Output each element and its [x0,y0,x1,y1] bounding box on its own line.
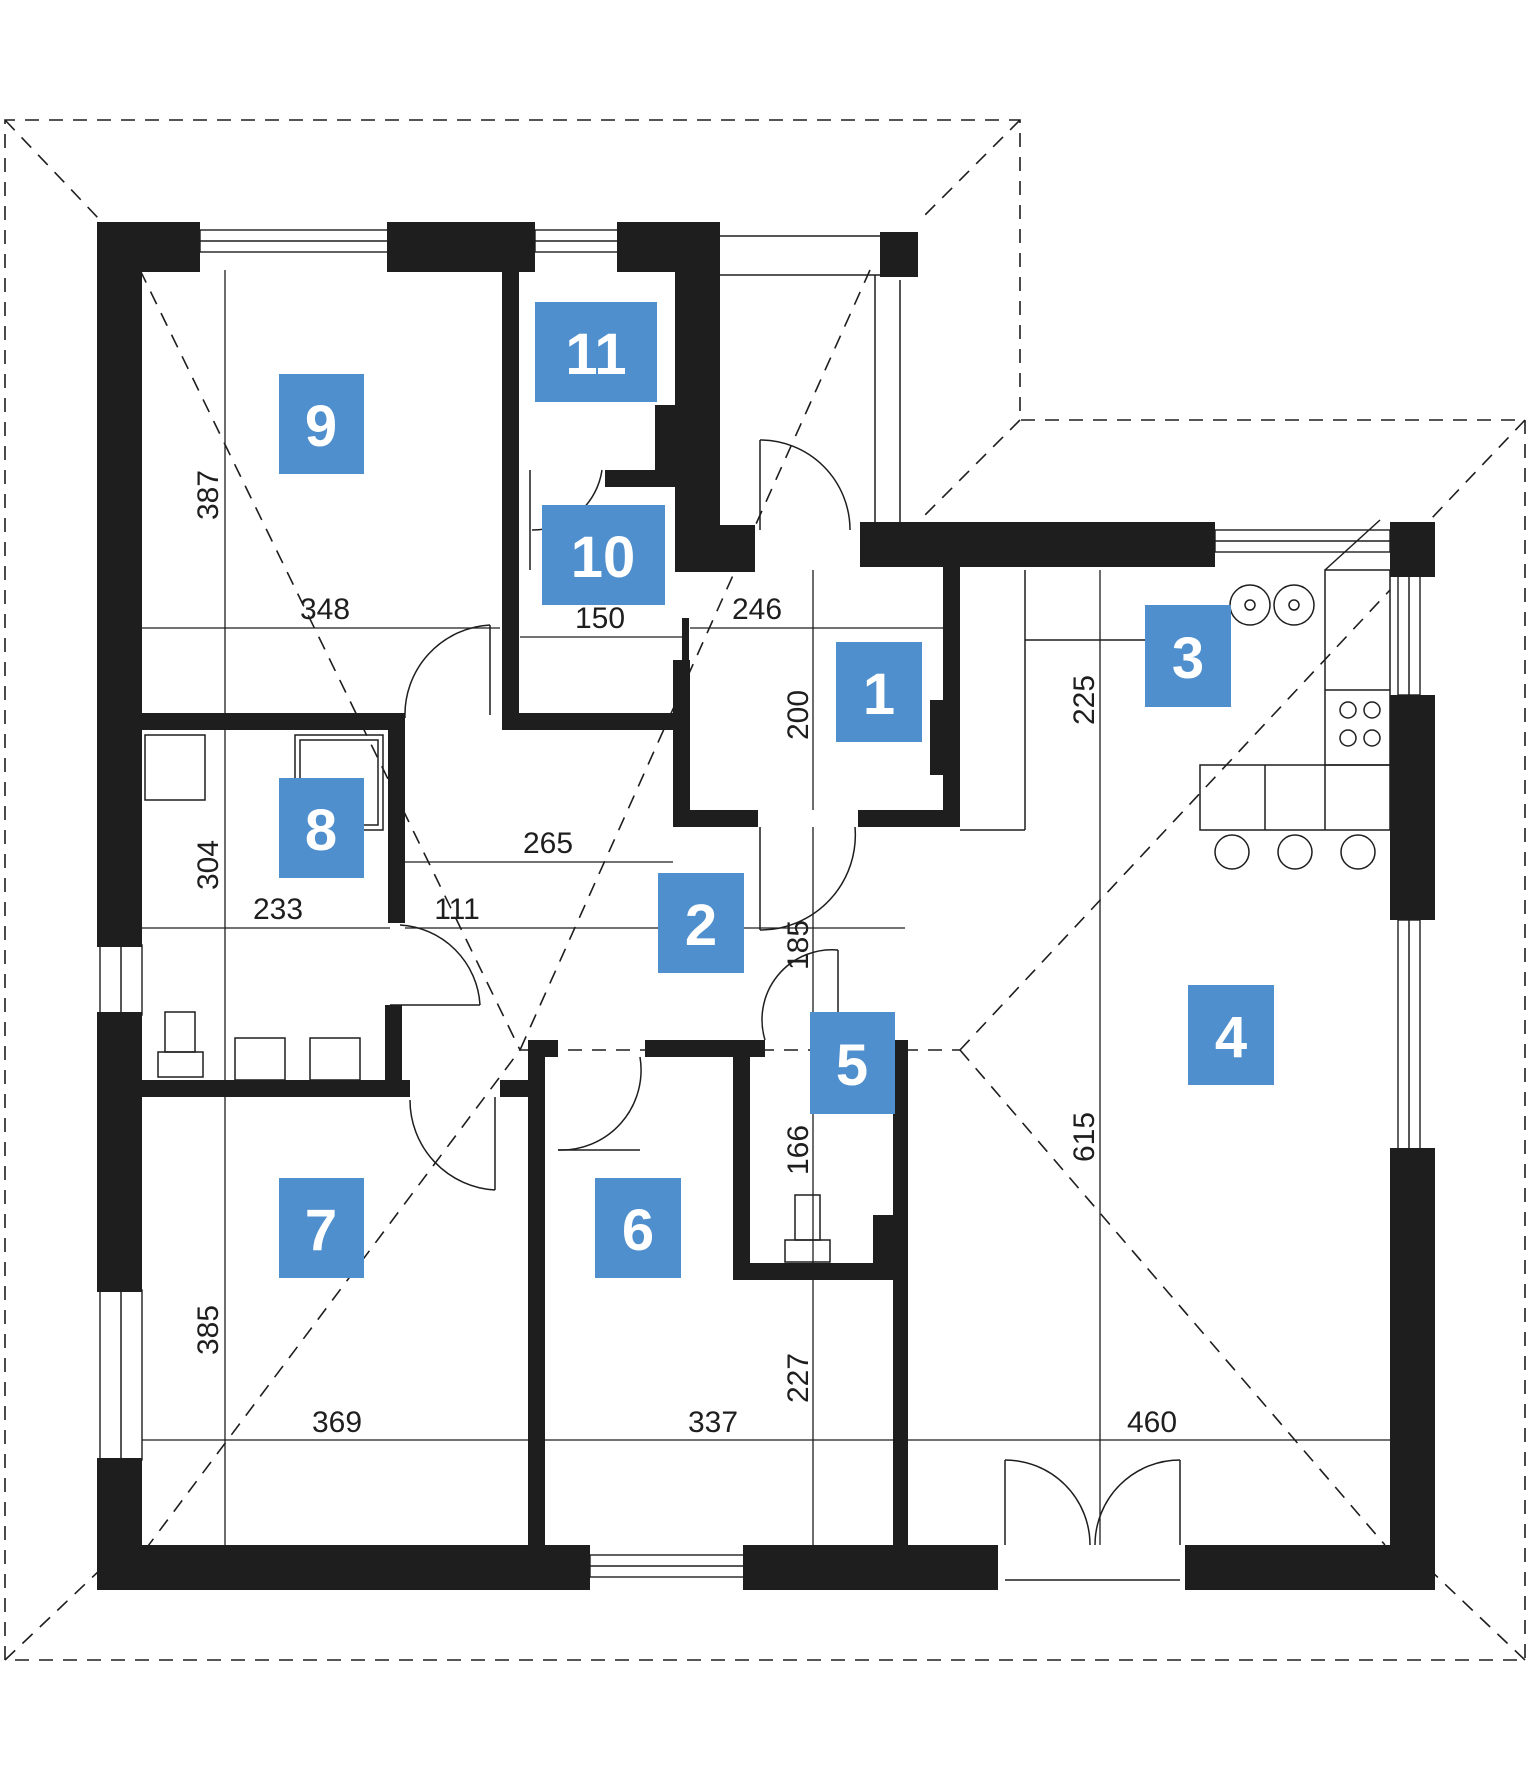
room-badge-1: 1 [836,642,922,742]
room-badge-3: 3 [1145,605,1231,707]
room-badge-11: 11 [535,302,657,402]
dim-hall-width: 265 [523,827,573,860]
room-badge-4: 4 [1188,985,1274,1085]
dimension-lines [142,270,1390,1545]
room-badge-9: 9 [279,374,364,474]
svg-text:4: 4 [1215,1005,1247,1070]
svg-text:7: 7 [305,1198,337,1263]
dim-room5-height: 166 [782,1125,815,1175]
svg-text:11: 11 [565,322,626,387]
dim-room8-width: 233 [253,893,303,926]
room-badge-5: 5 [810,1012,895,1114]
dim-room1-height: 200 [782,690,815,740]
dim-room8-height: 304 [192,840,225,890]
svg-text:10: 10 [571,525,636,590]
dim-hall-small: 111 [434,893,480,926]
room-badge-7: 7 [279,1178,364,1278]
dim-room3-height: 225 [1068,675,1101,725]
dim-hall-height: 185 [782,920,815,970]
room-badge-2: 2 [658,873,744,973]
dim-room7-width: 369 [312,1406,362,1439]
dim-room6-width: 337 [688,1406,738,1439]
dim-room7-height: 385 [192,1305,225,1355]
dim-room6-height: 227 [782,1353,815,1403]
room-badge-10: 10 [542,505,665,605]
dim-room10-width: 150 [575,602,625,635]
dim-room1-width: 246 [732,593,782,626]
svg-text:1: 1 [863,662,895,727]
porch [720,235,901,525]
dimension-labels: 387 348 150 246 200 225 265 304 233 111 … [192,470,1177,1439]
svg-text:8: 8 [305,798,337,863]
dim-room9-height: 387 [192,470,225,520]
dim-room9-width: 348 [300,593,350,626]
room-badge-8: 8 [279,778,364,878]
walls [97,222,1435,1590]
svg-text:3: 3 [1172,626,1204,691]
svg-text:9: 9 [305,394,337,459]
dim-room4-height: 615 [1068,1112,1101,1162]
roof-outline [4,119,1526,1661]
room-badges: 9 11 10 1 3 8 2 5 [279,302,1274,1278]
svg-text:6: 6 [622,1198,654,1263]
svg-text:2: 2 [685,893,717,958]
svg-text:5: 5 [836,1033,868,1098]
dim-room4-width: 460 [1127,1406,1177,1439]
room-badge-6: 6 [595,1178,681,1278]
